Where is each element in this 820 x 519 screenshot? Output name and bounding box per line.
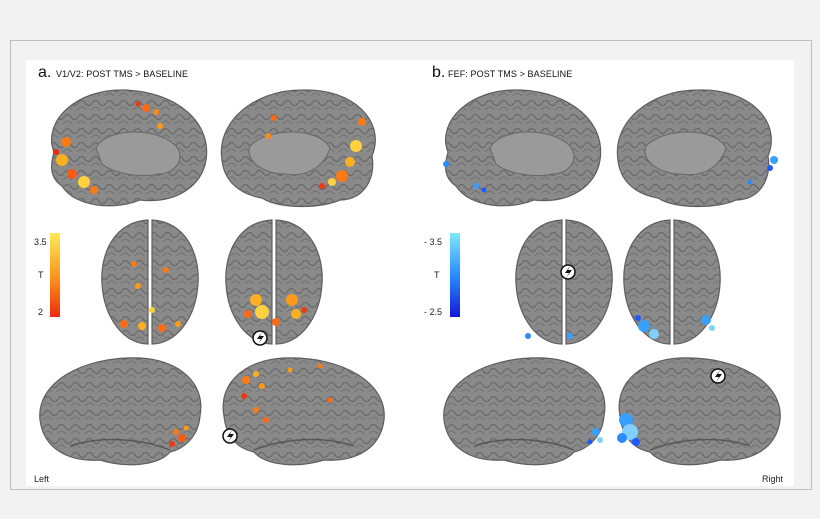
colorbar-cool: [450, 233, 460, 317]
colorbar-a-max: 3.5: [34, 237, 47, 247]
brain-a-medial-left: [51, 89, 208, 207]
colorbar-b-label: T: [434, 270, 440, 280]
brain-b-lateral-left: [443, 357, 606, 466]
brain-a-ventral: [225, 219, 323, 346]
colorbar-a-min: 2: [38, 307, 44, 317]
panel-a-label: a.: [38, 64, 52, 81]
brain-b-dorsal: [515, 219, 613, 345]
panel-b-title: FEF: POST TMS > BASELINE: [448, 69, 573, 79]
hemisphere-right-label: Right: [762, 474, 784, 484]
colorbar-warm: [50, 233, 60, 317]
brain-b-ventral: [623, 219, 721, 345]
panel-a-title: V1/V2: POST TMS > BASELINE: [56, 69, 189, 79]
brain-b-medial-left: [443, 89, 602, 207]
colorbar-a-label: T: [38, 270, 44, 280]
brain-a-medial-right: [220, 89, 376, 208]
brain-a-lateral-left: [39, 357, 202, 466]
brain-b-medial-right: [616, 89, 778, 208]
brain-a-dorsal: [101, 219, 199, 345]
colorbar-b-min: - 2.5: [424, 307, 443, 317]
colorbar-b-max: - 3.5: [424, 237, 443, 247]
brain-b-lateral-right: [617, 357, 781, 466]
hemisphere-left-label: Left: [34, 474, 50, 484]
panel-b-label: b.: [432, 64, 446, 81]
brain-a-lateral-right: [222, 357, 385, 466]
